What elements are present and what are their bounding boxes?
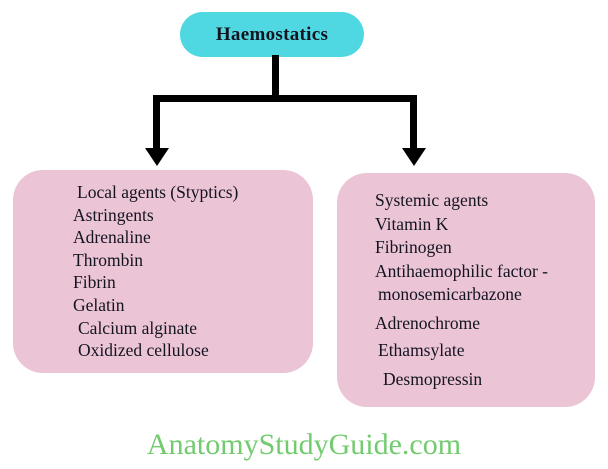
- arrowhead-down-left-icon: [144, 148, 169, 166]
- connector-horizontal-bar: [153, 95, 417, 102]
- local-agent-item: Calcium alginate: [78, 317, 198, 338]
- systemic-agent-item: Vitamin K: [375, 213, 449, 234]
- systemic-agent-item: Antihaemophilic factor -: [375, 260, 548, 281]
- haemostatics-label: Haemostatics: [215, 23, 329, 45]
- watermark-text: AnatomyStudyGuide.com: [146, 428, 462, 461]
- local-agent-item: Astringents: [73, 204, 154, 225]
- connector-left-vertical: [153, 95, 160, 150]
- systemic-agent-item: Adrenochrome: [375, 312, 480, 333]
- local-agent-item: Oxidized cellulose: [78, 340, 209, 361]
- systemic-agent-item: Desmopressin: [383, 368, 483, 389]
- systemic-agents-header: Systemic agents: [375, 190, 489, 210]
- systemic-agent-item: Ethamsylate: [378, 340, 465, 360]
- local-agent-item: Fibrin: [73, 272, 116, 293]
- systemic-agents-node: Systemic agents Vitamin K Fibrinogen Ant…: [337, 173, 595, 407]
- local-agent-item: Gelatin: [73, 294, 125, 315]
- connector-right-vertical: [410, 95, 417, 150]
- local-agents-node: Local agents (Styptics) Astringents Adre…: [13, 170, 313, 373]
- local-agents-header: Local agents (Styptics): [77, 182, 239, 202]
- local-agent-item: Adrenaline: [73, 227, 151, 248]
- local-agent-item: Thrombin: [73, 249, 143, 270]
- systemic-agent-item: monosemicarbazone: [378, 284, 522, 304]
- connector-stem: [272, 55, 279, 102]
- arrowhead-down-right-icon: [401, 148, 426, 166]
- haemostatics-node: Haemostatics: [180, 12, 364, 57]
- systemic-agent-item: Fibrinogen: [375, 237, 452, 257]
